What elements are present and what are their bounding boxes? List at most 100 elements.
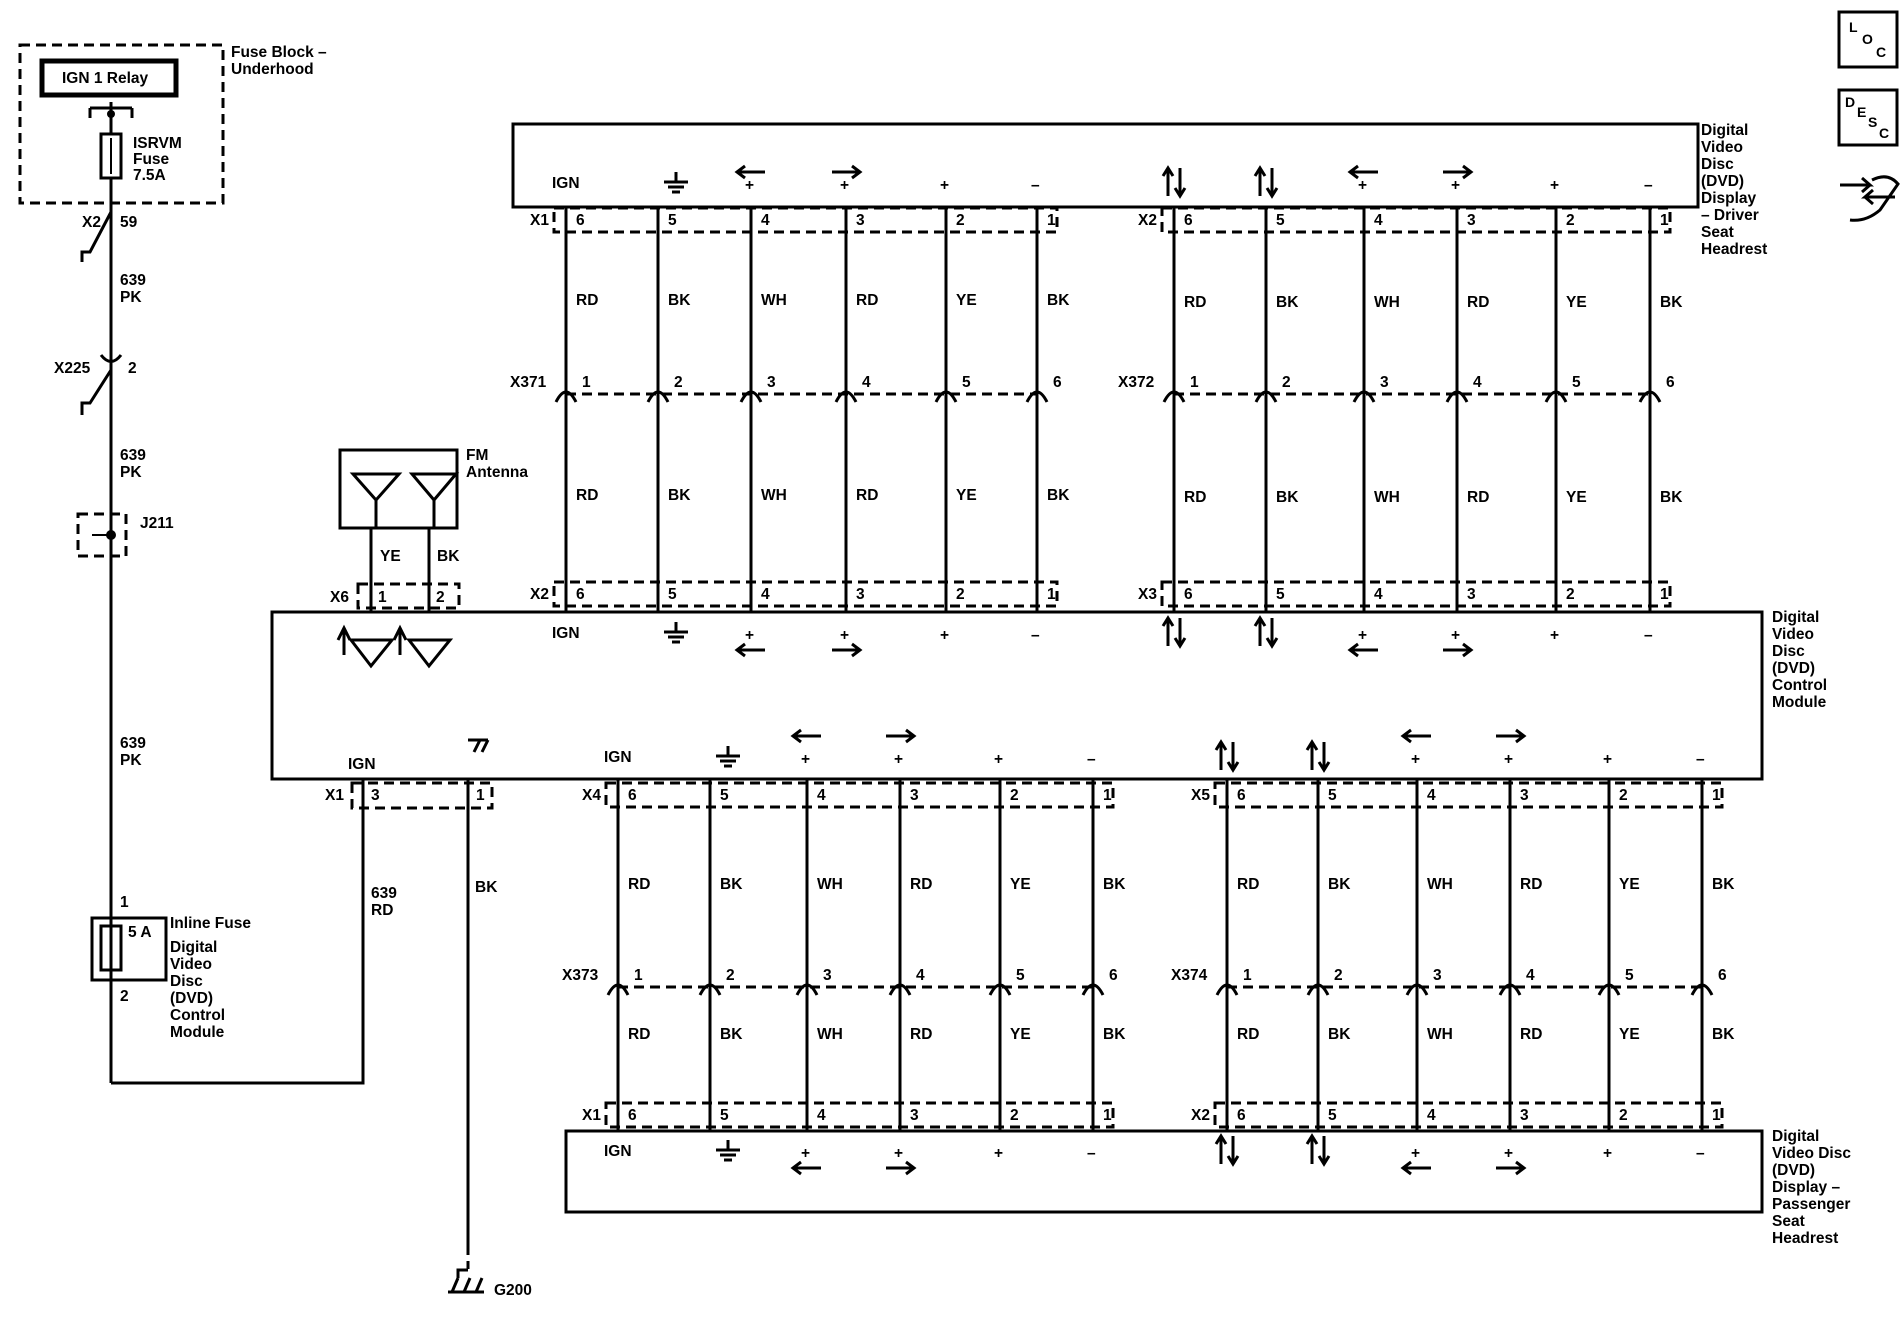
connector-x1-pin1: 1: [476, 787, 485, 804]
circuit-639-label: 639: [120, 272, 146, 289]
wire-color-label: RD: [576, 292, 598, 309]
wire-color-label: BK: [1328, 876, 1351, 893]
antenna-wire-ye: YE: [380, 548, 401, 565]
minus-sign: –: [1644, 627, 1653, 644]
wire-color-label: RD: [576, 487, 598, 504]
wire-color-label: BK: [720, 1026, 743, 1043]
pin-number: 2: [1334, 967, 1343, 984]
desc-s: S: [1868, 114, 1877, 130]
desc-c: C: [1879, 125, 1889, 141]
connector-label: X4: [582, 787, 601, 804]
wire-color-label: RD: [910, 1026, 932, 1043]
wire-bk-label: BK: [475, 879, 498, 896]
connector-x6-pin2: 2: [436, 589, 445, 606]
fm-antenna-label-2: Antenna: [466, 464, 528, 481]
arrow-left-icon: [734, 642, 765, 658]
pin-number: 1: [1712, 787, 1721, 804]
fm-antenna-box: [338, 448, 459, 530]
connector-label: X2: [1138, 212, 1157, 229]
ign1-relay-box: [39, 58, 179, 98]
plus-sign: +: [940, 627, 949, 644]
connector-cup-icon: [1352, 390, 1376, 403]
pin-number: 5: [1625, 967, 1634, 984]
connector-x225-pin: 2: [128, 360, 137, 377]
inline-connector-label: X372: [1118, 374, 1154, 391]
plus-sign: +: [994, 751, 1003, 768]
connector-cup-icon: [1405, 983, 1429, 996]
connector-outline: [1213, 781, 1724, 809]
lblControl-line: Video: [1772, 626, 1814, 643]
splice-j211-label: J211: [140, 515, 174, 532]
circuit-pk-label: PK: [120, 289, 142, 306]
plus-sign: +: [1411, 751, 1420, 768]
pin-number: 1: [1712, 1107, 1721, 1124]
fm-antenna-label: FM: [466, 447, 488, 464]
arrow-right-icon: [832, 642, 863, 658]
pin-number: 5: [1276, 586, 1285, 603]
antenna-icon: [349, 472, 460, 528]
pin-number: 3: [910, 1107, 919, 1124]
dvd-display-driver-box: [511, 122, 1700, 209]
arrow-left-icon: [1347, 642, 1378, 658]
connector-cup-icon: [1081, 983, 1105, 996]
pin-number: 3: [823, 967, 832, 984]
wire-color-label: RD: [628, 876, 650, 893]
inline-connector-label: X371: [510, 374, 547, 391]
pin-number: 1: [1190, 374, 1199, 391]
connector-cup-icon: [1162, 390, 1186, 403]
wire-color-label: WH: [761, 292, 787, 309]
connector-cup-icon: [739, 390, 763, 403]
wire-color-label: YE: [956, 487, 977, 504]
connector-x2-pin: 59: [120, 214, 138, 231]
arrow-left-icon: [790, 728, 821, 744]
pin-number: 5: [720, 787, 729, 804]
connector-outline: [1160, 206, 1672, 234]
ground-icon: [664, 622, 688, 644]
inlineSub-line: Module: [170, 1024, 225, 1041]
wire-color-label: RD: [628, 1026, 650, 1043]
pin-number: 2: [956, 212, 965, 229]
bidirectional-arrow-icon: [1214, 1133, 1240, 1167]
plus-sign: +: [1451, 627, 1460, 644]
wire-color-label: YE: [1566, 294, 1587, 311]
loc-o: O: [1862, 31, 1873, 47]
connector-outline: [552, 580, 1059, 608]
pin-number: 6: [1109, 967, 1118, 984]
connector-cup-icon: [554, 390, 578, 403]
connector-x225-icon: [99, 354, 123, 363]
ground-g200-label: G200: [494, 1282, 532, 1299]
dvd-control-module-box: [270, 610, 1764, 781]
arrow-right-icon: [1443, 164, 1474, 180]
ground-icon: [664, 172, 688, 194]
pin-number: 4: [1427, 1107, 1436, 1124]
inlineSub-line: Control: [170, 1007, 225, 1024]
location-icon[interactable]: [1837, 10, 1899, 69]
bus-bar-icon: [88, 102, 134, 118]
lblDriver-line: Display: [1701, 190, 1757, 207]
connector-cup-icon: [1544, 390, 1568, 403]
desc-e: E: [1857, 104, 1866, 120]
plus-sign: +: [1411, 1145, 1420, 1162]
description-icon[interactable]: [1837, 88, 1899, 147]
connector-cup-icon: [1215, 983, 1239, 996]
wire-color-label: YE: [1010, 1026, 1031, 1043]
circuit-rd-label: RD: [371, 902, 393, 919]
pin-number: 6: [1053, 374, 1062, 391]
isrvm-fuse-label: ISRVM: [133, 135, 182, 152]
connector-outline: [604, 781, 1115, 809]
inline-fuse-pin1: 1: [120, 894, 129, 911]
lblPassenger-line: Video Disc: [1772, 1145, 1851, 1162]
wire-color-label: BK: [1712, 876, 1735, 893]
pin-number: 1: [634, 967, 643, 984]
inlineSub-line: Video: [170, 956, 212, 973]
connector-cup-icon: [1254, 390, 1278, 403]
connector-cup-icon: [1690, 983, 1714, 996]
connector-outline: [1160, 580, 1672, 608]
isrvm-fuse-rating: 7.5A: [133, 167, 166, 184]
repair-icon[interactable]: [1840, 175, 1900, 222]
pin-number: 3: [856, 586, 865, 603]
wire-color-label: BK: [1712, 1026, 1735, 1043]
pin-number: 5: [962, 374, 971, 391]
